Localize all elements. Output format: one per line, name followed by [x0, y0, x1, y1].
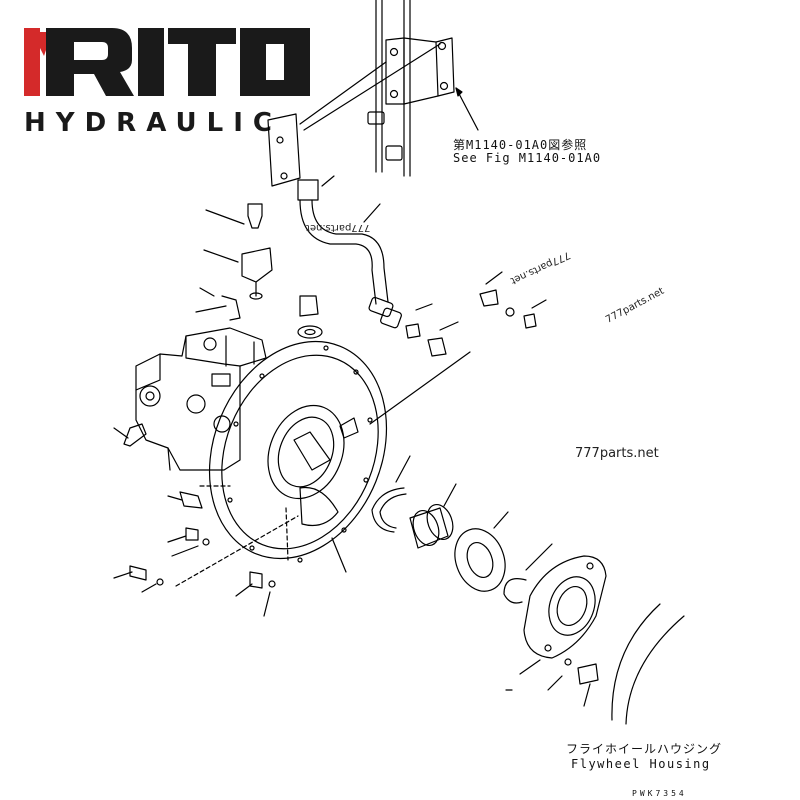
- hydraulic-pump-body: [113, 327, 267, 471]
- frame-rails: [375, 0, 411, 177]
- watermark: 777parts.net: [575, 446, 659, 461]
- housing-bracket: [505, 555, 607, 707]
- logo-letter-i: [138, 28, 164, 96]
- sensor-fittings: [195, 203, 323, 339]
- reference-note-en: See Fig M1140-01A0: [453, 151, 602, 165]
- right-fittings: [405, 271, 547, 357]
- watermark: 777parts.net: [306, 222, 371, 233]
- lower-bolts: [113, 485, 299, 617]
- hose-assembly: [267, 113, 402, 329]
- flywheel-flange: [208, 340, 471, 573]
- flywheel-housing-arc: [611, 603, 685, 725]
- flywheel-label-en: Flywheel Housing: [571, 757, 711, 771]
- reference-note-jp: 第M1140-01A0図参照: [453, 138, 588, 152]
- drawing-code: PWK7354: [632, 789, 687, 798]
- logo-letter-t: [168, 28, 236, 96]
- mount-bracket: [367, 37, 455, 161]
- logo-letter-r: [46, 28, 134, 96]
- coupling-parts: [371, 455, 553, 604]
- ref-arrow: [455, 87, 463, 97]
- rito-logo: [24, 28, 310, 96]
- logo-letter-o: [240, 28, 310, 96]
- logo-subtitle: HYDRAULIC: [24, 108, 282, 138]
- flywheel-label-jp: フライホイールハウジング: [566, 742, 723, 756]
- logo-red-bar: [24, 28, 40, 96]
